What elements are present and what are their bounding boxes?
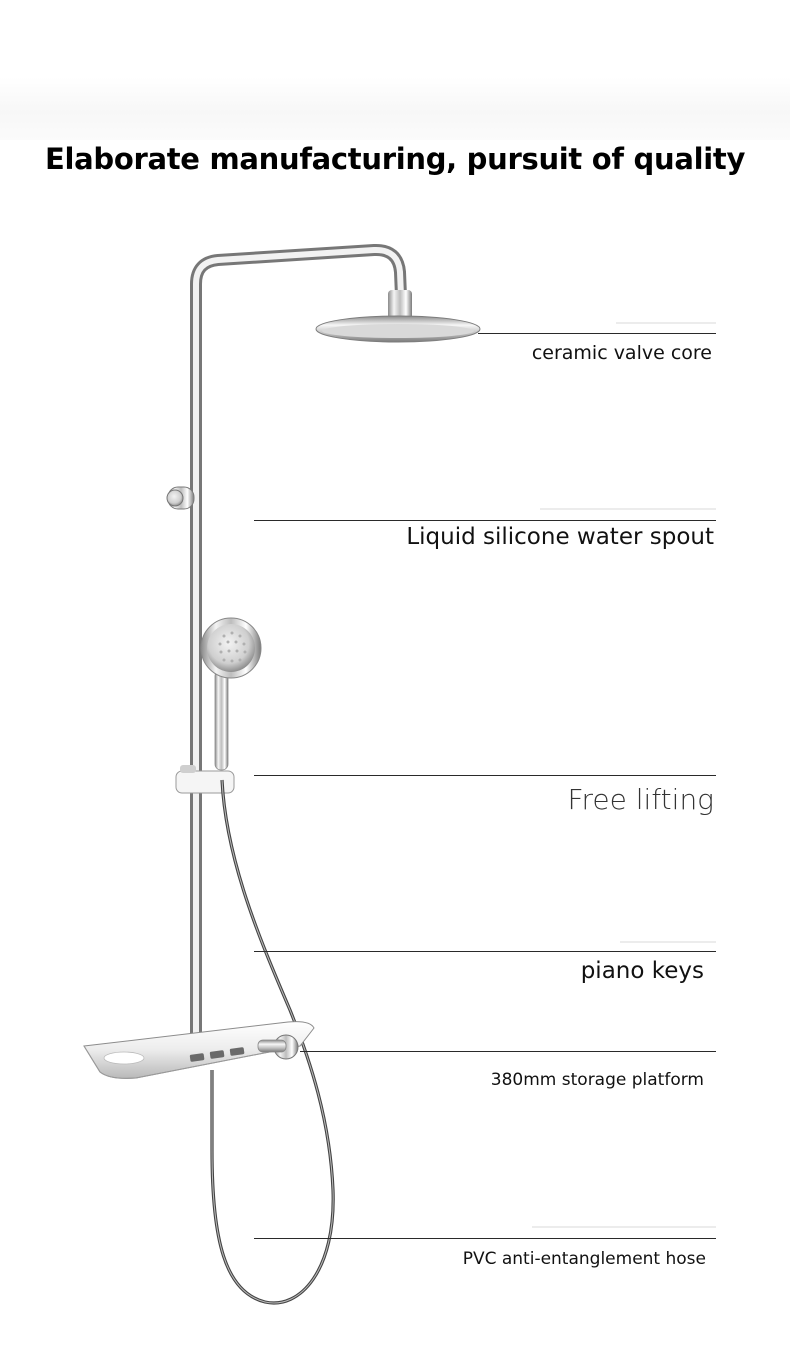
leader-shadow [540,508,716,510]
top-haze-band [0,0,790,140]
storage-platform [83,1021,315,1079]
feature-label-hose: PVC anti-entanglement hose [462,1249,706,1269]
feature-label-water-spout: Liquid silicone water spout [406,524,714,550]
feature-label-valve-core: ceramic valve core [531,342,712,364]
hand-shower [200,617,262,771]
leader-line [254,520,716,521]
leader-line [254,951,716,952]
leader-shadow [620,941,716,943]
slider-holder [175,765,235,794]
leader-shadow [532,1226,716,1228]
page-headline: Elaborate manufacturing, pursuit of qual… [44,142,746,176]
leader-line [254,775,716,776]
wall-bracket [166,486,195,510]
leader-line [478,333,716,334]
leader-line [254,1238,716,1239]
riser-pipe [190,243,407,1046]
feature-label-piano-keys: piano keys [580,958,704,984]
feature-label-storage-platform: 380mm storage platform [490,1070,704,1090]
piano-keys [189,1047,245,1062]
feature-label-free-lifting: Free lifting [567,783,714,816]
leader-line [300,1051,716,1052]
rain-shower-head [315,290,481,343]
leader-shadow [616,322,716,324]
